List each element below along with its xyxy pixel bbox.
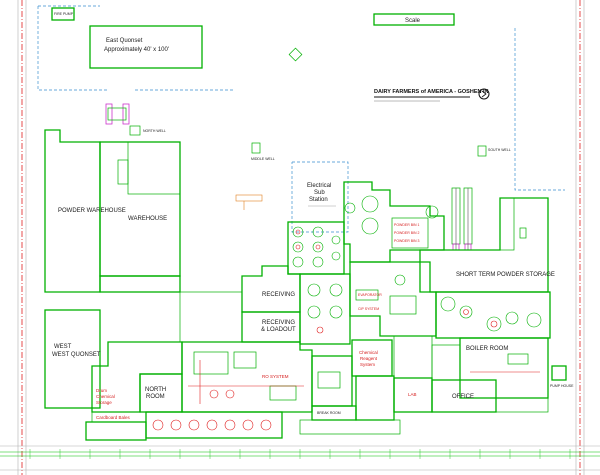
east-quonset-label: East Quonset — [106, 38, 143, 44]
drum-chemical-storage: Drum Chemical Storage — [91, 341, 183, 413]
silo-caps-west — [105, 103, 130, 125]
electrical-label-2: Sub — [314, 190, 325, 196]
chemical-label-3: System — [360, 362, 375, 367]
west-quonset-label: WEST QUONSET — [52, 352, 101, 358]
ro-system-floor: RO SYSTEM — [181, 341, 313, 413]
tank-row-south — [145, 411, 283, 439]
west-quonset: WEST WEST QUONSET — [44, 309, 101, 409]
east-tank-room — [435, 291, 551, 339]
lab-label: LAB — [408, 392, 417, 397]
short-term-powder-storage: SHORT TERM POWDER STORAGE — [419, 197, 555, 293]
drum-storage-label-2: Chemical — [96, 394, 115, 399]
east-quonset: East Quonset Approximately 40' x 100' — [89, 25, 203, 69]
north-room: NORTH ROOM — [139, 373, 183, 413]
fire-pump-label: FIRE PUMP — [54, 12, 74, 16]
short-term-powder-storage-label: SHORT TERM POWDER STORAGE — [456, 272, 555, 278]
company-title: DAIRY FARMERS of AMERICA - GOSHEN IN — [374, 89, 489, 95]
office-label: OFFICE — [452, 394, 474, 400]
silos-east — [451, 187, 473, 251]
receiving-label: RECEIVING — [262, 292, 295, 298]
process-building: POWDER BIN 1 POWDER BIN 2 POWDER BIN 3 — [343, 181, 445, 263]
lab: LAB — [393, 377, 433, 413]
middle-south-rooms: BREAK ROOM — [299, 355, 401, 435]
powder-bin-label-1: POWDER BIN 1 — [394, 223, 420, 227]
outbuilding-east: PUMP HOUSE — [550, 365, 574, 388]
electrical-label-3: Station — [309, 197, 328, 203]
break-room-label: BREAK ROOM — [317, 411, 341, 415]
boiler-room-label: BOILER ROOM — [466, 346, 508, 352]
powder-warehouse-label: POWDER WAREHOUSE — [58, 208, 126, 214]
utility-block: EVAPORATOR CIP SYSTEM — [349, 261, 437, 337]
north-well-label: NORTH WELL — [143, 129, 166, 133]
drum-storage-label-1: Drum — [96, 388, 107, 393]
chemical-label-2: Reagent — [360, 356, 378, 361]
boiler-room: BOILER ROOM — [459, 337, 549, 399]
evaporator-label: EVAPORATOR — [358, 293, 382, 297]
cip-label: CIP SYSTEM — [358, 307, 379, 311]
title-block: DAIRY FARMERS of AMERICA - GOSHEN IN — [374, 88, 490, 102]
north-room-label-2: ROOM — [146, 394, 165, 400]
south-well-label: SOUTH WELL — [488, 148, 511, 152]
warehouse-label: WAREHOUSE — [128, 216, 167, 222]
tag-marker — [235, 194, 263, 210]
survey-marker — [288, 47, 303, 62]
electrical-sub-station: Electrical Sub Station — [307, 183, 336, 207]
receiving: RECEIVING — [241, 265, 301, 313]
chemical-label-1: Chemical — [359, 350, 378, 355]
connector-corridor — [99, 275, 181, 293]
middle-well-label: MIDDLE WELL — [251, 157, 275, 161]
receiving-loadout: RECEIVING & LOADOUT — [241, 311, 301, 343]
receiving-loadout-label-1: RECEIVING — [262, 320, 295, 326]
tank-farm-central — [287, 221, 345, 275]
link-rooms — [179, 291, 549, 413]
powder-bin-label-2: POWDER BIN 2 — [394, 231, 420, 235]
scale-label: Scale — [405, 18, 421, 24]
electrical-label-1: Electrical — [307, 183, 331, 189]
south-well: SOUTH WELL — [477, 145, 511, 157]
cardboard-bales: Cardboard Bales — [85, 411, 147, 441]
ro-system-label: RO SYSTEM — [262, 374, 289, 379]
cardboard-bales-label: Cardboard Bales — [96, 415, 131, 420]
tank-bay — [299, 273, 351, 345]
powder-bin-label-3: POWDER BIN 3 — [394, 239, 420, 243]
east-quonset-size: Approximately 40' x 100' — [104, 47, 169, 53]
receiving-loadout-label-2: & LOADOUT — [261, 327, 296, 333]
site-boundary — [37, 5, 565, 233]
chemical-reagent-system: Chemical Reagent System — [351, 339, 393, 377]
outbuilding-label: PUMP HOUSE — [550, 384, 574, 388]
drum-storage-label-3: Storage — [96, 400, 112, 405]
powder-warehouse: POWDER WAREHOUSE — [44, 129, 126, 293]
north-well: NORTH WELL — [129, 125, 166, 136]
fire-pump-house: FIRE PUMP — [51, 7, 75, 21]
middle-well: MIDDLE WELL — [251, 142, 275, 161]
north-room-label-1: NORTH — [145, 387, 166, 393]
west-quonset-label-1: WEST — [54, 344, 72, 350]
office: OFFICE — [431, 344, 497, 413]
truck-scale: Scale — [373, 13, 455, 26]
